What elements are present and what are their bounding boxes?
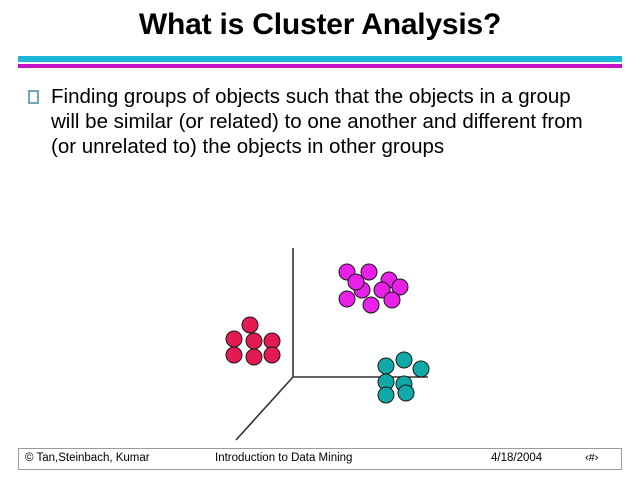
cluster-point xyxy=(360,263,378,281)
cluster-point xyxy=(338,290,356,308)
title-rule-magenta xyxy=(18,64,622,68)
cluster-point xyxy=(412,360,430,378)
cluster-point xyxy=(395,351,413,369)
cluster-point xyxy=(377,357,395,375)
cluster-point xyxy=(383,291,401,309)
cluster-point xyxy=(225,346,243,364)
bullet-list-item: Finding groups of objects such that the … xyxy=(28,84,618,159)
cluster-point xyxy=(263,332,281,350)
cluster-point xyxy=(263,346,281,364)
footer-date: 4/18/2004 xyxy=(491,452,543,464)
page-title: What is Cluster Analysis? xyxy=(138,8,502,41)
cluster-point xyxy=(397,384,415,402)
slide-footer: © Tan,Steinbach, Kumar Introduction to D… xyxy=(18,448,622,470)
bullet-item-label: Finding groups of objects such that the … xyxy=(51,85,583,158)
cluster-point xyxy=(347,273,365,291)
cluster-point xyxy=(241,316,259,334)
footer-copyright: © Tan,Steinbach, Kumar xyxy=(25,452,150,464)
title-rule-cyan xyxy=(18,56,622,62)
footer-page-number: ‹#› xyxy=(585,452,599,464)
z-axis xyxy=(235,376,294,441)
cluster-point xyxy=(373,281,391,299)
cluster-point xyxy=(353,281,371,299)
magenta-cluster xyxy=(338,263,409,314)
crimson-cluster xyxy=(225,316,281,366)
cluster-point xyxy=(362,296,380,314)
footer-book-title: Introduction to Data Mining xyxy=(215,452,353,464)
cluster-point xyxy=(377,373,395,391)
cluster-point xyxy=(377,386,395,404)
hollow-square-bullet-icon xyxy=(28,90,39,104)
cluster-point xyxy=(245,348,263,366)
cluster-point xyxy=(395,375,413,393)
cluster-point xyxy=(338,263,356,281)
teal-cluster xyxy=(377,351,430,404)
cluster-point xyxy=(245,332,263,350)
cluster-point xyxy=(380,271,398,289)
cluster-point xyxy=(225,330,243,348)
cluster-point xyxy=(391,278,409,296)
